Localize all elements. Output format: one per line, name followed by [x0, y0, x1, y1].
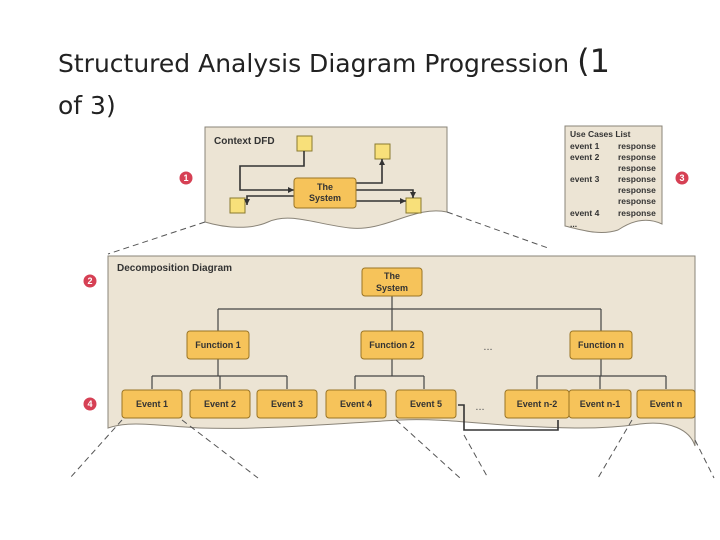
- event-node-n: [636, 389, 696, 419]
- step-badge-4: 4: [82, 396, 98, 412]
- use-case-event: event 2: [570, 152, 600, 162]
- step-badge-3: 3: [674, 170, 690, 186]
- event-node-n-1: [568, 389, 632, 419]
- event-node-1: [121, 389, 183, 419]
- use-cases-rows: event 1 response event 2 response respon…: [570, 141, 656, 218]
- event-node-2: [189, 389, 251, 419]
- event-label-n-2: Event n-2: [517, 399, 558, 409]
- context-system-line-1: The: [317, 182, 333, 192]
- decomposition-label: Decomposition Diagram: [117, 263, 232, 274]
- title-line-1: Structured Analysis Diagram Progression: [58, 49, 570, 78]
- function-label-2: Function 2: [369, 340, 415, 350]
- function-node-1: [186, 330, 250, 360]
- use-case-event: event 3: [570, 174, 600, 184]
- event-node-5: [395, 389, 457, 419]
- zoom-line-right: [446, 211, 549, 249]
- functions-ellipsis: ...: [483, 341, 492, 353]
- event-label-4: Event 4: [340, 399, 372, 409]
- event-node-3: [256, 389, 318, 419]
- event-label-2: Event 2: [204, 399, 236, 409]
- use-case-response: response: [618, 163, 656, 173]
- use-case-event: event 4: [570, 208, 600, 218]
- function-node-2: [360, 330, 424, 360]
- use-cases-panel: Use Cases List event 1 response event 2 …: [564, 125, 663, 233]
- use-case-response: response: [618, 196, 656, 206]
- root-line-2: System: [376, 283, 408, 293]
- badge-label: 3: [679, 173, 684, 183]
- event-label-5: Event 5: [410, 399, 442, 409]
- external-entity-bottom-right: [405, 197, 422, 214]
- external-entity-top-right: [374, 143, 391, 160]
- events-ellipsis: ...: [475, 401, 484, 413]
- event-label-3: Event 3: [271, 399, 303, 409]
- function-label-1: Function 1: [195, 340, 241, 350]
- use-case-response: response: [618, 152, 656, 162]
- badge-label: 4: [87, 399, 92, 409]
- root-line-1: The: [384, 271, 400, 281]
- slide-title: Structured Analysis Diagram Progression …: [58, 40, 658, 127]
- event-label-1: Event 1: [136, 399, 168, 409]
- badge-label: 2: [87, 276, 92, 286]
- decomposition-panel: Decomposition Diagram The System Functio…: [107, 255, 696, 447]
- zoom-line-left: [107, 221, 206, 255]
- external-entity-top: [296, 135, 313, 152]
- title-suffix: (1: [577, 42, 610, 80]
- use-case-response: response: [618, 185, 656, 195]
- event-label-n-1: Event n-1: [580, 399, 621, 409]
- use-case-response: response: [618, 174, 656, 184]
- decomposition-root-node: [361, 267, 423, 297]
- context-system-node: [293, 177, 357, 209]
- function-label-n: Function n: [578, 340, 624, 350]
- title-line-2: of 3): [58, 91, 116, 120]
- use-cases-title: Use Cases List: [570, 129, 631, 139]
- event-node-4: [325, 389, 387, 419]
- use-case-response: response: [618, 208, 656, 218]
- step-badge-1: 1: [178, 170, 194, 186]
- badge-label: 1: [183, 173, 188, 183]
- event-label-n: Event n: [650, 399, 683, 409]
- step-badge-2: 2: [82, 273, 98, 289]
- use-case-response: response: [618, 141, 656, 151]
- function-node-n: [569, 330, 633, 360]
- external-entity-bottom-left: [229, 197, 246, 214]
- context-dfd-panel: Context DFD The System: [204, 126, 448, 229]
- context-system-line-2: System: [309, 193, 341, 203]
- lower-zoom-lines: [69, 419, 715, 479]
- use-case-event: event 1: [570, 141, 600, 151]
- context-dfd-label: Context DFD: [214, 136, 275, 147]
- event-5-highlight-line: [458, 404, 559, 431]
- use-cases-more: ...: [570, 219, 577, 229]
